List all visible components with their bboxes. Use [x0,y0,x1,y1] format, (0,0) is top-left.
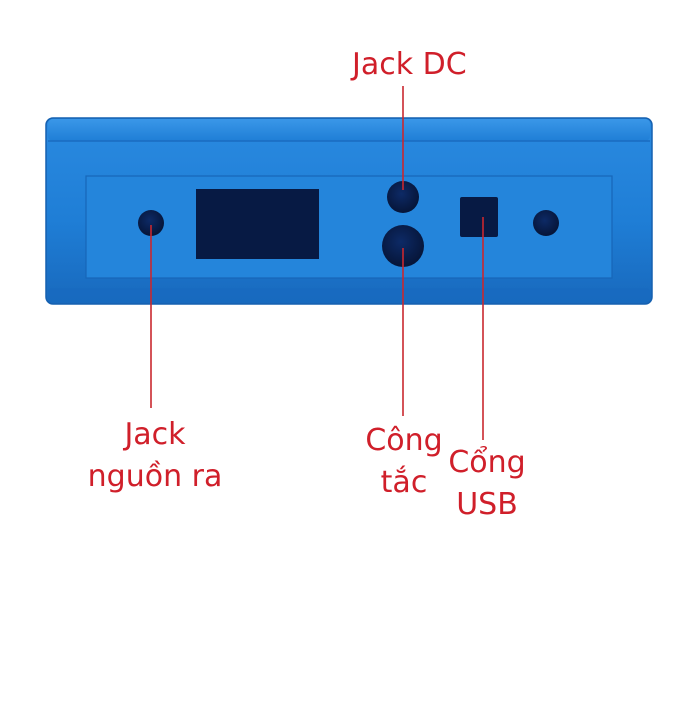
switch-line1: Công [365,423,443,458]
usb-line1: Cổng [448,445,526,480]
display-cutout [196,189,319,259]
jack-dc-text: Jack DC [352,47,467,82]
dc-jack-hole [387,181,419,213]
output-jack-line1: Jack [124,417,186,452]
switch-hole [382,225,424,267]
recessed-panel [85,175,613,279]
enclosure-lid [48,119,650,141]
output-jack-line2: nguồn ra [87,459,223,494]
right-hole [533,210,559,236]
output-jack-label: Jack nguồn ra [80,414,230,498]
usb-port-label: Cổng USB [440,442,534,526]
usb-line2: USB [456,487,518,522]
jack-dc-label: Jack DC [352,44,467,86]
output-jack-hole [138,210,164,236]
switch-line2: tắc [380,465,428,500]
usb-port-cutout [460,197,498,237]
switch-label: Công tắc [356,420,452,504]
